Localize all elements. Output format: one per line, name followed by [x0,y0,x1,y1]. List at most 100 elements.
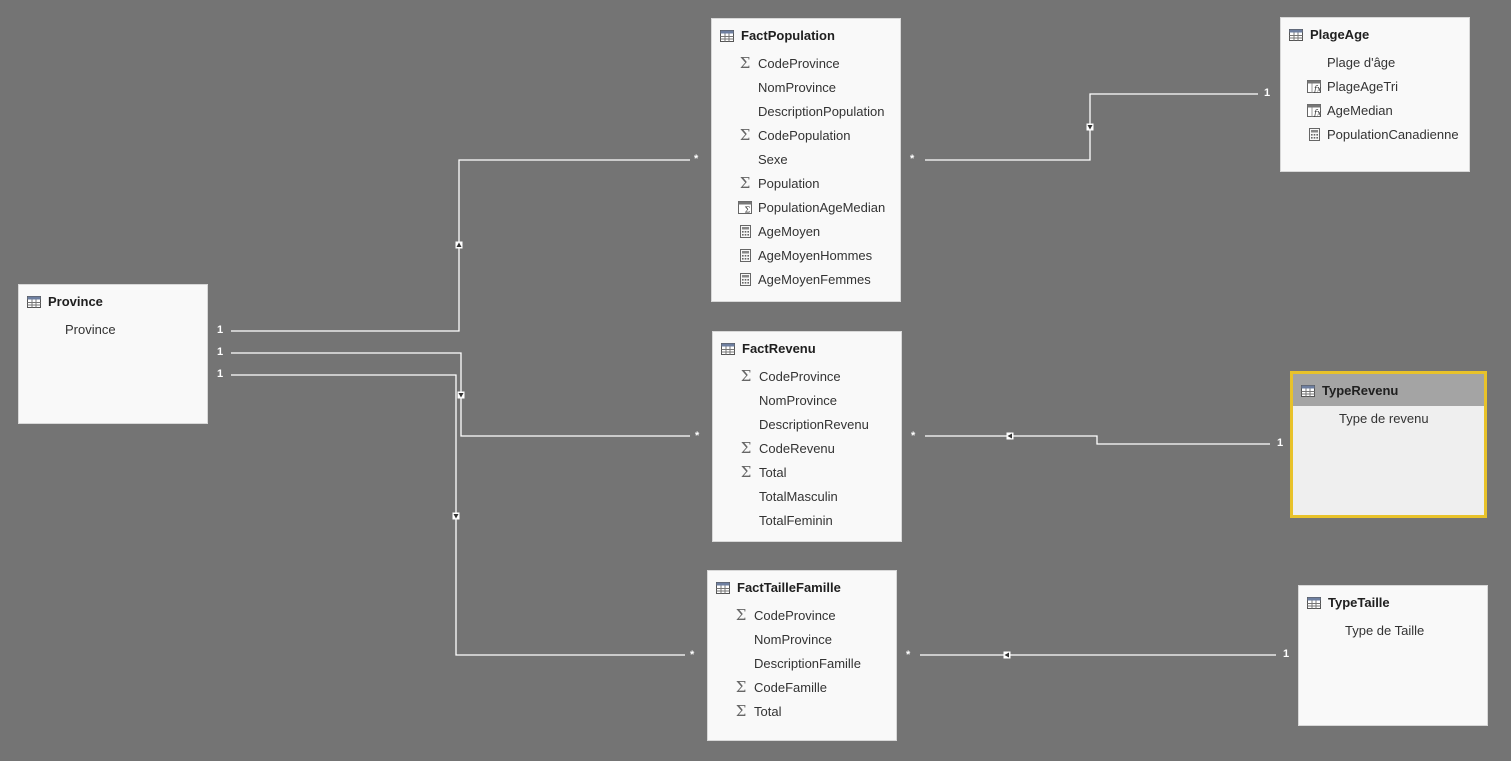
field-codepopulation[interactable]: Σ CodePopulation [712,123,900,147]
table-icon [716,581,730,594]
blank-icon [1319,411,1333,425]
field-label: Total [754,703,782,719]
field-sexe[interactable]: Sexe [712,147,900,171]
blank-icon [1325,623,1339,637]
field-label: DescriptionPopulation [758,103,885,119]
svg-text:fx: fx [1313,108,1321,117]
relationship-factrevenu-typerevenu[interactable] [925,432,1270,445]
calculator-icon [738,224,752,238]
relationship-province-factrevenu[interactable] [231,352,690,437]
svg-text:fx: fx [1313,84,1321,93]
field-label: Total [759,464,787,480]
blank-icon [45,322,59,336]
sigma-icon: Σ [740,366,752,385]
field-codeprovince[interactable]: Σ CodeProvince [712,51,900,75]
blank-icon [1307,55,1321,69]
cardinality-one-label: 1 [1277,437,1284,449]
table-header[interactable]: FactTailleFamille [708,571,896,603]
table-header[interactable]: Province [19,285,207,317]
table-header[interactable]: FactPopulation [712,19,900,51]
cardinality-many-label: * [906,649,911,661]
sigma-icon: Σ [740,462,752,481]
field-plage-d-age[interactable]: Plage d'âge [1281,50,1469,74]
calculator-icon [1307,127,1321,141]
blank-icon [739,417,753,431]
field-total[interactable]: Σ Total [713,460,901,484]
field-nomprovince[interactable]: NomProvince [712,75,900,99]
field-nomprovince[interactable]: NomProvince [708,627,896,651]
field-label: CodeProvince [758,55,840,71]
field-list: Type de Taille [1299,618,1487,642]
relationship-province-facttaillefamille[interactable] [231,374,685,656]
cardinality-one-label: 1 [1264,87,1271,99]
relationship-province-factpopulation[interactable] [231,159,690,332]
sigma-icon: Σ [739,125,751,144]
table-header[interactable]: FactRevenu [713,332,901,364]
table-icon [1307,596,1321,609]
table-header[interactable]: PlageAge [1281,18,1469,50]
sigma-icon: Σ [735,677,747,696]
field-type-de-taille[interactable]: Type de Taille [1299,618,1487,642]
field-label: NomProvince [759,392,838,408]
table-icon [720,29,734,42]
cardinality-many-label: * [695,430,700,442]
field-coderevenu[interactable]: Σ CodeRevenu [713,436,901,460]
field-totalfeminin[interactable]: TotalFeminin [713,508,901,532]
table-icon [1301,384,1315,397]
relationship-facttaillefamille-typetaille[interactable] [920,651,1276,659]
cardinality-many-label: * [910,153,915,165]
field-label: CodePopulation [758,127,851,143]
sigma-icon: Σ [740,438,752,457]
field-list: Province [19,317,207,341]
field-label: CodeProvince [759,368,841,384]
table-icon [1289,28,1303,41]
cardinality-one-label: 1 [1283,648,1290,660]
table-header[interactable]: TypeRevenu [1293,374,1484,406]
field-agemoyenfemmes[interactable]: AgeMoyenFemmes [712,267,900,291]
field-agemoyenhommes[interactable]: AgeMoyenHommes [712,243,900,267]
cardinality-many-label: * [694,153,699,165]
field-nomprovince[interactable]: NomProvince [713,388,901,412]
cardinality-many-label: * [690,649,695,661]
field-list: Type de revenu [1293,406,1484,430]
table-title: FactTailleFamille [737,579,841,595]
table-title: FactRevenu [742,340,816,356]
field-label: CodeRevenu [759,440,835,456]
field-label: NomProvince [758,79,837,95]
table-title: FactPopulation [741,27,835,43]
field-totalmasculin[interactable]: TotalMasculin [713,484,901,508]
field-province[interactable]: Province [19,317,207,341]
field-descriptionfamille[interactable]: DescriptionFamille [708,651,896,675]
field-descriptionrevenu[interactable]: DescriptionRevenu [713,412,901,436]
field-populationcanadienne[interactable]: PopulationCanadienne [1281,122,1469,146]
field-descriptionpopulation[interactable]: DescriptionPopulation [712,99,900,123]
sigma-icon: Σ [739,53,751,72]
relationship-factpopulation-plageage[interactable] [925,93,1258,161]
table-title: PlageAge [1310,26,1370,42]
blank-icon [739,489,753,503]
calculator-icon [738,248,752,262]
field-type-de-revenu[interactable]: Type de revenu [1293,406,1484,430]
field-codeprovince[interactable]: Σ CodeProvince [713,364,901,388]
field-label: Population [758,175,820,191]
table-icon [721,342,735,355]
table-header[interactable]: TypeTaille [1299,586,1487,618]
field-agemoyen[interactable]: AgeMoyen [712,219,900,243]
